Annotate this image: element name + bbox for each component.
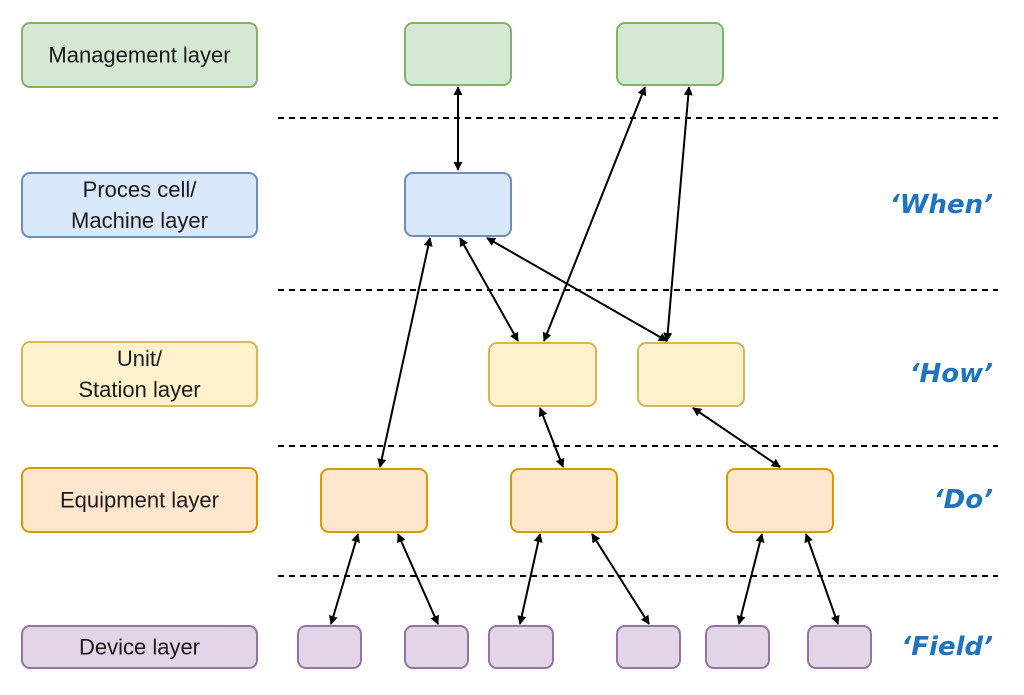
layer-label-text: Device layer <box>79 635 200 660</box>
node-proc-1 <box>404 172 512 237</box>
node-equip-2 <box>510 468 618 533</box>
node-unit-2 <box>637 342 745 407</box>
layer-label-device: Device layer <box>21 625 258 669</box>
layer-label-management: Management layer <box>21 22 258 88</box>
node-dev-1 <box>297 625 362 669</box>
node-unit-1 <box>488 342 597 407</box>
layer-label-text: Proces cell/ <box>83 177 198 202</box>
layer-label-text: Machine layer <box>71 208 208 233</box>
arrow-equip-1-to-dev-2 <box>397 533 439 625</box>
arrow-unit-2-to-equip-3 <box>692 407 781 468</box>
arrow-equip-3-to-dev-6 <box>804 533 840 625</box>
phase-label-process: ‘When’ <box>890 190 993 220</box>
phase-label-equipment: ‘Do’ <box>934 485 993 515</box>
arrow-unit-1-to-equip-2 <box>538 407 565 468</box>
node-dev-5 <box>705 625 770 669</box>
node-dev-6 <box>807 625 872 669</box>
layer-label-box <box>21 467 258 533</box>
phase-label-unit: ‘How’ <box>910 359 994 389</box>
layer-label-process: Proces cell/Machine layer <box>21 172 258 238</box>
arrow-mgmt-2-to-unit-2 <box>663 86 693 342</box>
layer-label-box <box>21 625 258 669</box>
arrow-equip-2-to-dev-4 <box>591 533 650 625</box>
layer-label-text: Station layer <box>78 377 200 402</box>
phase-label-device: ‘Field’ <box>901 632 993 662</box>
layer-label-text: Equipment layer <box>60 488 219 513</box>
phase-labels: ‘When’ ‘How’ ‘Do’ ‘Field’ <box>890 190 993 662</box>
arrow-proc-1-to-unit-2 <box>486 237 668 342</box>
node-equip-3 <box>726 468 834 533</box>
node-dev-3 <box>488 625 554 669</box>
node-mgmt-1 <box>404 22 512 86</box>
node-dev-4 <box>616 625 681 669</box>
layer-separators <box>278 117 998 577</box>
node-dev-2 <box>404 625 469 669</box>
node-mgmt-2 <box>616 22 724 86</box>
layer-label-box <box>21 22 258 88</box>
arrow-mgmt-2-to-unit-1 <box>542 86 647 342</box>
layer-label-box <box>21 172 258 238</box>
layer-label-text: Management layer <box>48 43 230 68</box>
connection-arrows <box>329 86 840 625</box>
arrow-equip-3-to-dev-5 <box>736 533 765 625</box>
arrow-equip-1-to-dev-1 <box>329 533 360 625</box>
layer-label-box <box>21 341 258 407</box>
arrow-equip-2-to-dev-3 <box>517 533 543 625</box>
node-equip-1 <box>320 468 428 533</box>
layer-label-unit: Unit/Station layer <box>21 341 258 407</box>
layer-label-equipment: Equipment layer <box>21 467 258 533</box>
arrow-proc-1-to-equip-1 <box>377 237 433 468</box>
component-nodes <box>297 22 872 669</box>
layer-label-text: Unit/ <box>117 346 163 371</box>
